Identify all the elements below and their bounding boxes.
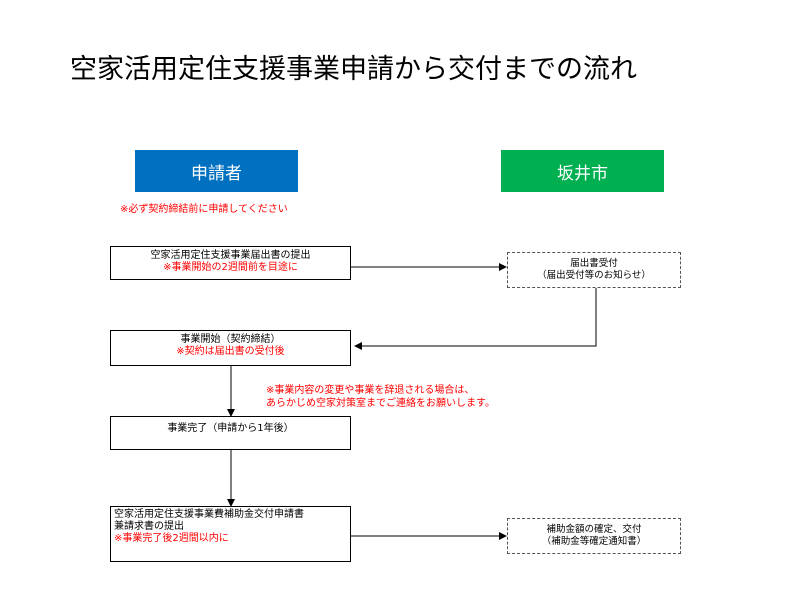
step-submit-notification-text: 空家活用定住支援事業届出書の提出: [150, 250, 311, 261]
note-change-contact: ※事業内容の変更や事業を辞退される場合は、 あらかじめ空家対策室までご連絡をお願…: [266, 384, 495, 410]
city-header: 坂井市: [501, 150, 664, 192]
page-title: 空家活用定住支援事業申請から交付までの流れ: [70, 54, 637, 85]
city-header-label: 坂井市: [557, 163, 608, 184]
city-receipt-text: 届出書受付: [570, 258, 618, 269]
step-grant-application-note: ※事業完了後2週間以内に: [114, 533, 229, 544]
applicant-header: 申請者: [135, 150, 298, 192]
city-receipt-subtext: （届出受付等のお知らせ）: [537, 270, 651, 281]
arrow-receipt-to-start: [354, 288, 597, 350]
step-grant-application-text1: 空家活用定住支援事業費補助金交付申請書: [114, 509, 304, 520]
step-project-start-text: 事業開始（契約締結）: [180, 334, 281, 345]
step-submit-notification-note: ※事業開始の2週間前を目途に: [163, 262, 298, 273]
city-grant-decision-text: 補助金額の確定、交付: [546, 524, 642, 535]
city-grant-decision-subtext: （補助金等確定通知書）: [541, 536, 647, 547]
step-project-start: 事業開始（契約締結） ※契約は届出書の受付後: [110, 330, 351, 366]
note-change-line2: あらかじめ空家対策室までご連絡をお願いします。: [266, 398, 495, 409]
step-project-complete: 事業完了（申請から1年後）: [110, 416, 351, 450]
note-before-contract: ※必ず契約締結前に申請してください: [120, 204, 288, 215]
note-change-line1: ※事業内容の変更や事業を辞退される場合は、: [266, 385, 475, 396]
city-grant-decision: 補助金額の確定、交付 （補助金等確定通知書）: [507, 518, 681, 554]
step-grant-application-text2: 兼請求書の提出: [114, 521, 184, 532]
city-receipt: 届出書受付 （届出受付等のお知らせ）: [507, 252, 681, 288]
step-project-complete-text: 事業完了（申請から1年後）: [167, 423, 294, 434]
applicant-header-label: 申請者: [191, 163, 242, 184]
step-submit-notification: 空家活用定住支援事業届出書の提出 ※事業開始の2週間前を目途に: [110, 246, 351, 280]
step-project-start-note: ※契約は届出書の受付後: [176, 346, 285, 357]
step-grant-application: 空家活用定住支援事業費補助金交付申請書 兼請求書の提出 ※事業完了後2週間以内に: [110, 506, 351, 562]
